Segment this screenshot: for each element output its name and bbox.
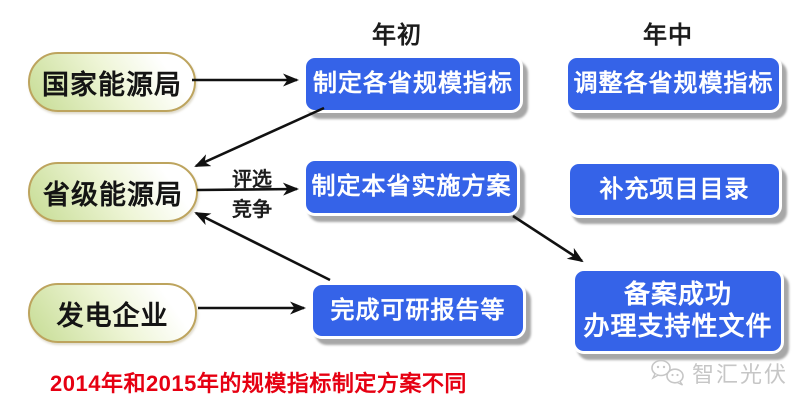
- task-label: 调整各省规模指标: [573, 70, 774, 98]
- edge-label-competition: 竞争: [232, 199, 272, 221]
- task-label-line1: 备案成功: [623, 279, 732, 310]
- task-filing-success-supporting-documents: 备案成功 办理支持性文件: [572, 268, 784, 354]
- task-make-implementation-plan: 制定本省实施方案: [303, 158, 520, 216]
- task-adjust-provincial-scale-targets: 调整各省规模指标: [565, 55, 782, 113]
- task-label: 制定各省规模指标: [313, 70, 513, 98]
- arrow-set-targets-to-provincial: [194, 106, 325, 168]
- footnote-2014-2015-difference: 2014年和2015年的规模指标制定方案不同: [50, 371, 467, 396]
- edge-label-selection: 评选: [232, 169, 272, 191]
- task-complete-feasibility-report: 完成可研报告等: [310, 282, 526, 339]
- actor-label: 国家能源局: [42, 69, 182, 100]
- task-label: 补充项目目录: [599, 175, 750, 203]
- arrow-feasibility-to-provincial: [194, 211, 331, 282]
- column-header-year-start: 年初: [372, 22, 422, 49]
- task-supplement-project-catalog: 补充项目目录: [567, 161, 782, 218]
- task-set-provincial-scale-targets: 制定各省规模指标: [303, 55, 523, 113]
- arrow-plan-to-filing: [512, 214, 584, 263]
- column-header-mid-year: 年中: [643, 22, 693, 49]
- task-label-line2: 办理支持性文件: [583, 311, 773, 341]
- actor-power-generation-enterprise: 发电企业: [28, 283, 197, 343]
- actor-label: 发电企业: [56, 300, 169, 331]
- watermark-text: 智汇光伏: [692, 362, 789, 387]
- task-label: 制定本省实施方案: [311, 173, 512, 201]
- actor-national-energy-administration: 国家能源局: [28, 52, 196, 112]
- wechat-icon: [651, 359, 684, 386]
- watermark: 智汇光伏: [648, 357, 788, 389]
- actor-provincial-energy-bureau: 省级能源局: [28, 162, 198, 222]
- actor-label: 省级能源局: [43, 179, 183, 210]
- task-label: 完成可研报告等: [330, 296, 506, 324]
